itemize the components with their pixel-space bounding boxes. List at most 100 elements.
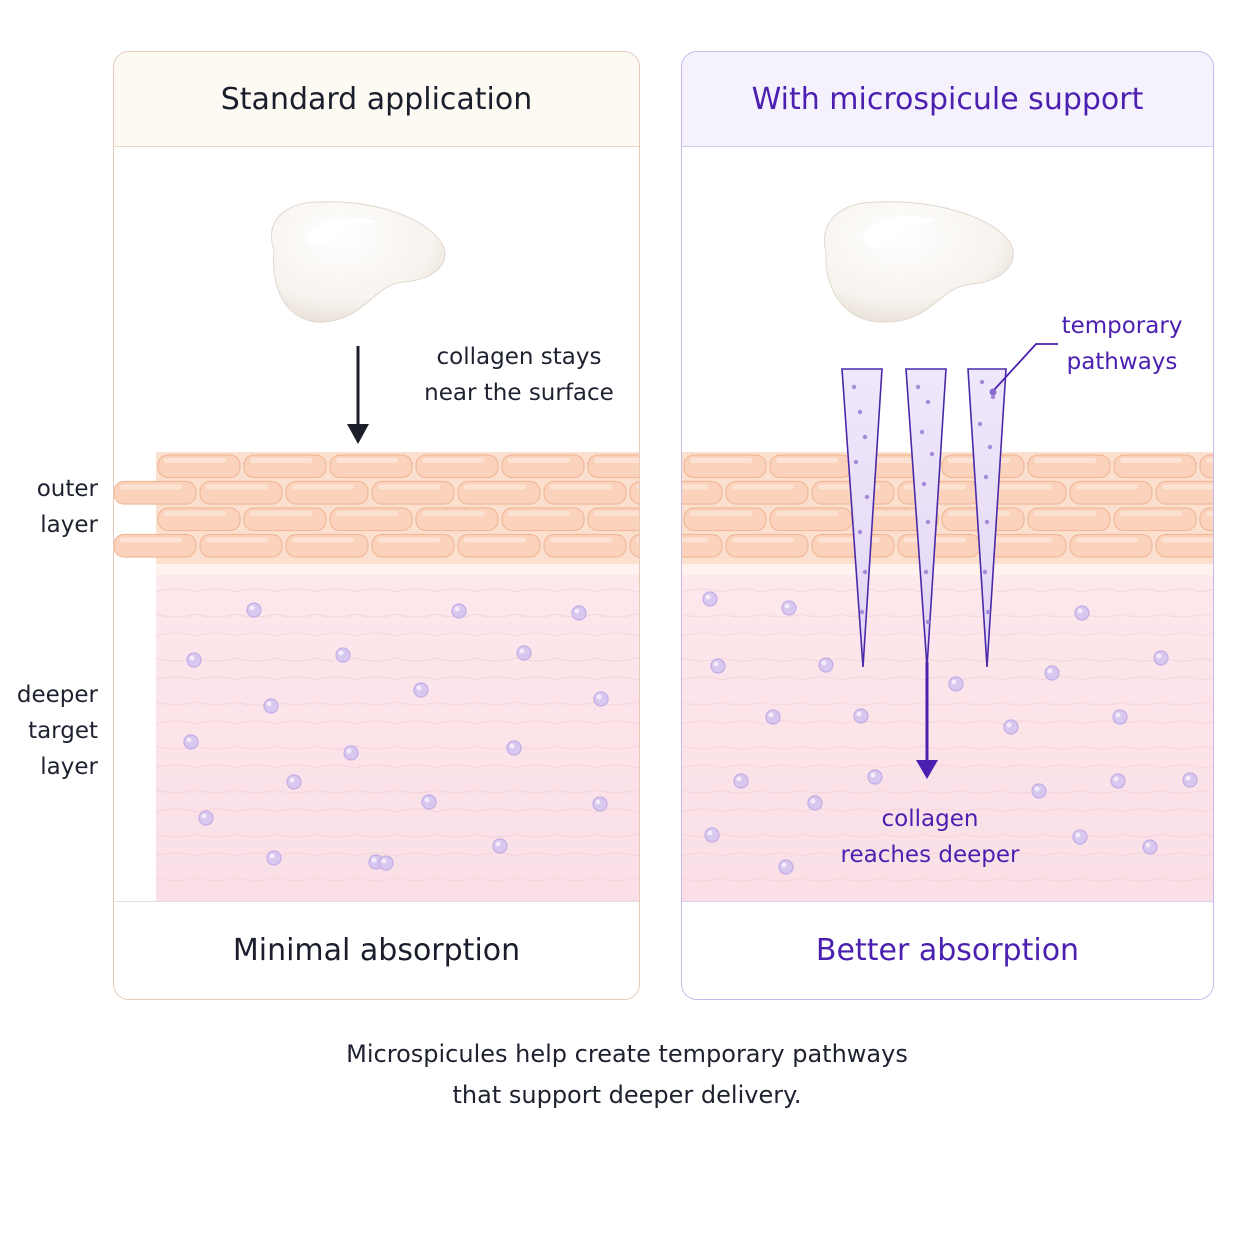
particle-highlight bbox=[289, 777, 295, 783]
better-absorption-label: Better absorption bbox=[682, 901, 1213, 999]
tissue-fiber bbox=[155, 676, 639, 681]
microspicule-3 bbox=[967, 368, 1007, 668]
skin-cell-highlight bbox=[464, 537, 526, 543]
skin-cell-highlight bbox=[422, 511, 484, 516]
deeper-arrow bbox=[916, 662, 938, 779]
cream-drop bbox=[270, 201, 446, 323]
skin-cell-highlight bbox=[690, 458, 752, 463]
outer-layer-label-line-1: outer bbox=[36, 476, 98, 502]
particle-highlight bbox=[574, 608, 580, 614]
tissue-fiber bbox=[682, 877, 1213, 882]
particle bbox=[592, 796, 608, 812]
pathway-particle bbox=[864, 494, 870, 500]
pathway-particle bbox=[851, 384, 857, 390]
skin-cell-highlight bbox=[120, 537, 182, 543]
pathway-annotation-line-1: temporary bbox=[1061, 313, 1183, 339]
tissue-fiber bbox=[155, 613, 639, 618]
particle bbox=[702, 591, 718, 607]
particle-highlight bbox=[596, 694, 602, 700]
skin-cell-highlight bbox=[732, 484, 794, 490]
particle-highlight bbox=[519, 648, 525, 654]
tissue-fiber bbox=[682, 701, 1213, 706]
particle bbox=[516, 645, 532, 661]
skin-cell-highlight bbox=[1206, 458, 1213, 463]
particle bbox=[1074, 605, 1090, 621]
pathway-leader-line bbox=[993, 343, 1058, 391]
tissue-fiber bbox=[682, 632, 1213, 637]
pathway-particle bbox=[990, 394, 996, 400]
figure-caption: Microspicules help create temporary path… bbox=[0, 1034, 1254, 1116]
layer-boundary bbox=[682, 563, 1213, 575]
pathway-particle bbox=[977, 421, 983, 427]
surface-annotation: collagen stays near the surface bbox=[414, 339, 624, 411]
particle-highlight bbox=[768, 712, 774, 718]
skin-cell-highlight bbox=[636, 484, 639, 490]
pathway-particle bbox=[982, 569, 988, 575]
skin-cell-highlight bbox=[508, 511, 570, 516]
skin-cell-highlight bbox=[378, 537, 440, 543]
particle bbox=[263, 698, 279, 714]
skin-cell-highlight bbox=[508, 458, 570, 463]
deeper-layer-particles bbox=[702, 591, 1198, 875]
tissue-fiber bbox=[682, 833, 1213, 838]
skin-cell-highlight bbox=[250, 458, 312, 463]
skin-cell-highlight bbox=[1076, 484, 1138, 490]
pathway-particle bbox=[921, 481, 927, 487]
skin-cell-highlight bbox=[250, 511, 312, 516]
skin-cell-highlight bbox=[1162, 537, 1213, 543]
deeper-layer-area bbox=[156, 572, 639, 903]
particle-highlight bbox=[1006, 722, 1012, 728]
skin-cell-highlight bbox=[1120, 511, 1182, 516]
pathway-particle bbox=[862, 434, 868, 440]
deeper-layer-area bbox=[682, 572, 1213, 903]
particle-highlight bbox=[201, 813, 207, 819]
particle-highlight bbox=[810, 798, 816, 804]
tissue-fiber bbox=[682, 745, 1213, 750]
particle bbox=[1031, 783, 1047, 799]
deeper-layer-label-line-3: layer bbox=[40, 754, 98, 780]
particle bbox=[571, 605, 587, 621]
particle bbox=[286, 774, 302, 790]
depth-annotation-line-2: reaches deeper bbox=[840, 842, 1020, 868]
particle bbox=[183, 734, 199, 750]
tissue-fiber bbox=[682, 657, 1213, 662]
tissue-fiber bbox=[682, 613, 1213, 618]
particle bbox=[710, 658, 726, 674]
particle-highlight bbox=[1185, 775, 1191, 781]
particle-highlight bbox=[707, 830, 713, 836]
pathway-particle bbox=[923, 569, 929, 575]
particle-highlight bbox=[784, 603, 790, 609]
layer-boundary bbox=[156, 563, 639, 575]
particle bbox=[186, 652, 202, 668]
particle bbox=[1003, 719, 1019, 735]
skin-cell-highlight bbox=[1206, 511, 1213, 516]
surface-arrow bbox=[347, 346, 369, 444]
pathway-particle bbox=[862, 569, 868, 575]
particle bbox=[1072, 829, 1088, 845]
skin-cell-highlight bbox=[732, 537, 794, 543]
particle-highlight bbox=[269, 853, 275, 859]
particle bbox=[335, 647, 351, 663]
particle bbox=[807, 795, 823, 811]
particle bbox=[593, 691, 609, 707]
skin-cell-highlight bbox=[120, 484, 182, 490]
particle bbox=[765, 709, 781, 725]
particle bbox=[733, 773, 749, 789]
tissue-fiber bbox=[682, 764, 1213, 769]
particle-highlight bbox=[713, 661, 719, 667]
skin-cell-highlight bbox=[682, 537, 708, 543]
skin-cell-highlight bbox=[550, 484, 612, 490]
skin-cell-highlight bbox=[776, 511, 838, 516]
microspicule-support-panel: With microspicule support temporary path… bbox=[681, 51, 1214, 1000]
skin-cell-highlight bbox=[776, 458, 838, 463]
particle bbox=[378, 855, 394, 871]
standard-panel-title: Standard application bbox=[114, 52, 639, 147]
skin-cell-highlight bbox=[682, 484, 708, 490]
skin-cell-highlight bbox=[594, 511, 639, 516]
particle bbox=[704, 827, 720, 843]
pathway-particle bbox=[985, 609, 991, 615]
figure-caption-line-2: that support deeper delivery. bbox=[452, 1081, 802, 1109]
particle bbox=[948, 676, 964, 692]
skin-cell-highlight bbox=[1162, 484, 1213, 490]
pathway-particle bbox=[929, 451, 935, 457]
